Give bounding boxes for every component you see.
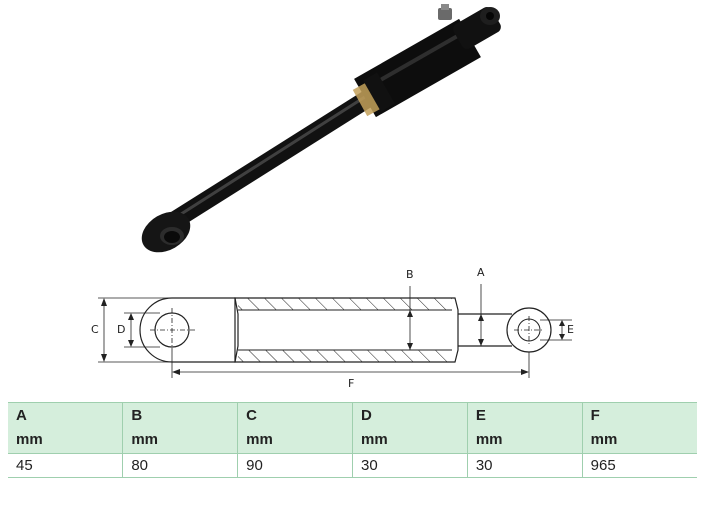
header-unit: mm [475, 431, 503, 448]
dim-a-label: A [477, 266, 485, 279]
spec-value-f: 965 [581, 453, 697, 478]
spec-value-d: 30 [351, 453, 468, 478]
dim-c-label: C [91, 323, 99, 336]
header-letter: F [590, 407, 600, 424]
spec-value-c: 90 [237, 453, 353, 478]
dim-e-label: E [567, 323, 574, 336]
dim-d-label: D [117, 323, 125, 336]
spec-header-e: E mm [466, 402, 583, 454]
cylinder-rod [163, 87, 381, 231]
spec-header-row: A mm B mm C mm D mm E mm F mm [8, 402, 697, 454]
header-letter: D [360, 407, 372, 424]
barrel-outline [234, 297, 459, 363]
header-unit: mm [16, 431, 43, 448]
spec-header-b: B mm [122, 402, 238, 454]
dimension-drawing: C D B A E F [91, 266, 574, 390]
header-letter: B [131, 407, 143, 424]
cylinder-barrel [352, 18, 481, 118]
spec-value-a: 45 [8, 453, 123, 478]
header-unit: mm [246, 431, 273, 448]
spec-header-c: C mm [237, 402, 353, 454]
header-letter: E [475, 407, 486, 424]
spec-header-a: A mm [8, 402, 123, 454]
spec-value-b: 80 [122, 453, 238, 478]
dim-f-label: F [348, 377, 354, 390]
header-letter: C [246, 407, 257, 424]
spec-header-f: F mm [581, 402, 697, 454]
spec-table: A mm B mm C mm D mm E mm F mm 45 80 90 3… [8, 402, 697, 478]
spec-value-e: 30 [466, 453, 583, 478]
base-clevis [438, 4, 501, 49]
header-unit: mm [131, 431, 159, 448]
dim-b-label: B [406, 268, 414, 281]
rod-eye-end [141, 211, 191, 253]
cylinder-photo [141, 4, 501, 253]
barrel-hatch-bottom [238, 350, 452, 362]
barrel-hatch-top [238, 298, 452, 310]
spec-header-d: D mm [351, 402, 468, 454]
spec-value-row: 45 80 90 30 30 965 [8, 453, 697, 478]
header-unit: mm [360, 431, 388, 448]
header-unit: mm [590, 431, 618, 448]
header-letter: A [16, 407, 27, 424]
